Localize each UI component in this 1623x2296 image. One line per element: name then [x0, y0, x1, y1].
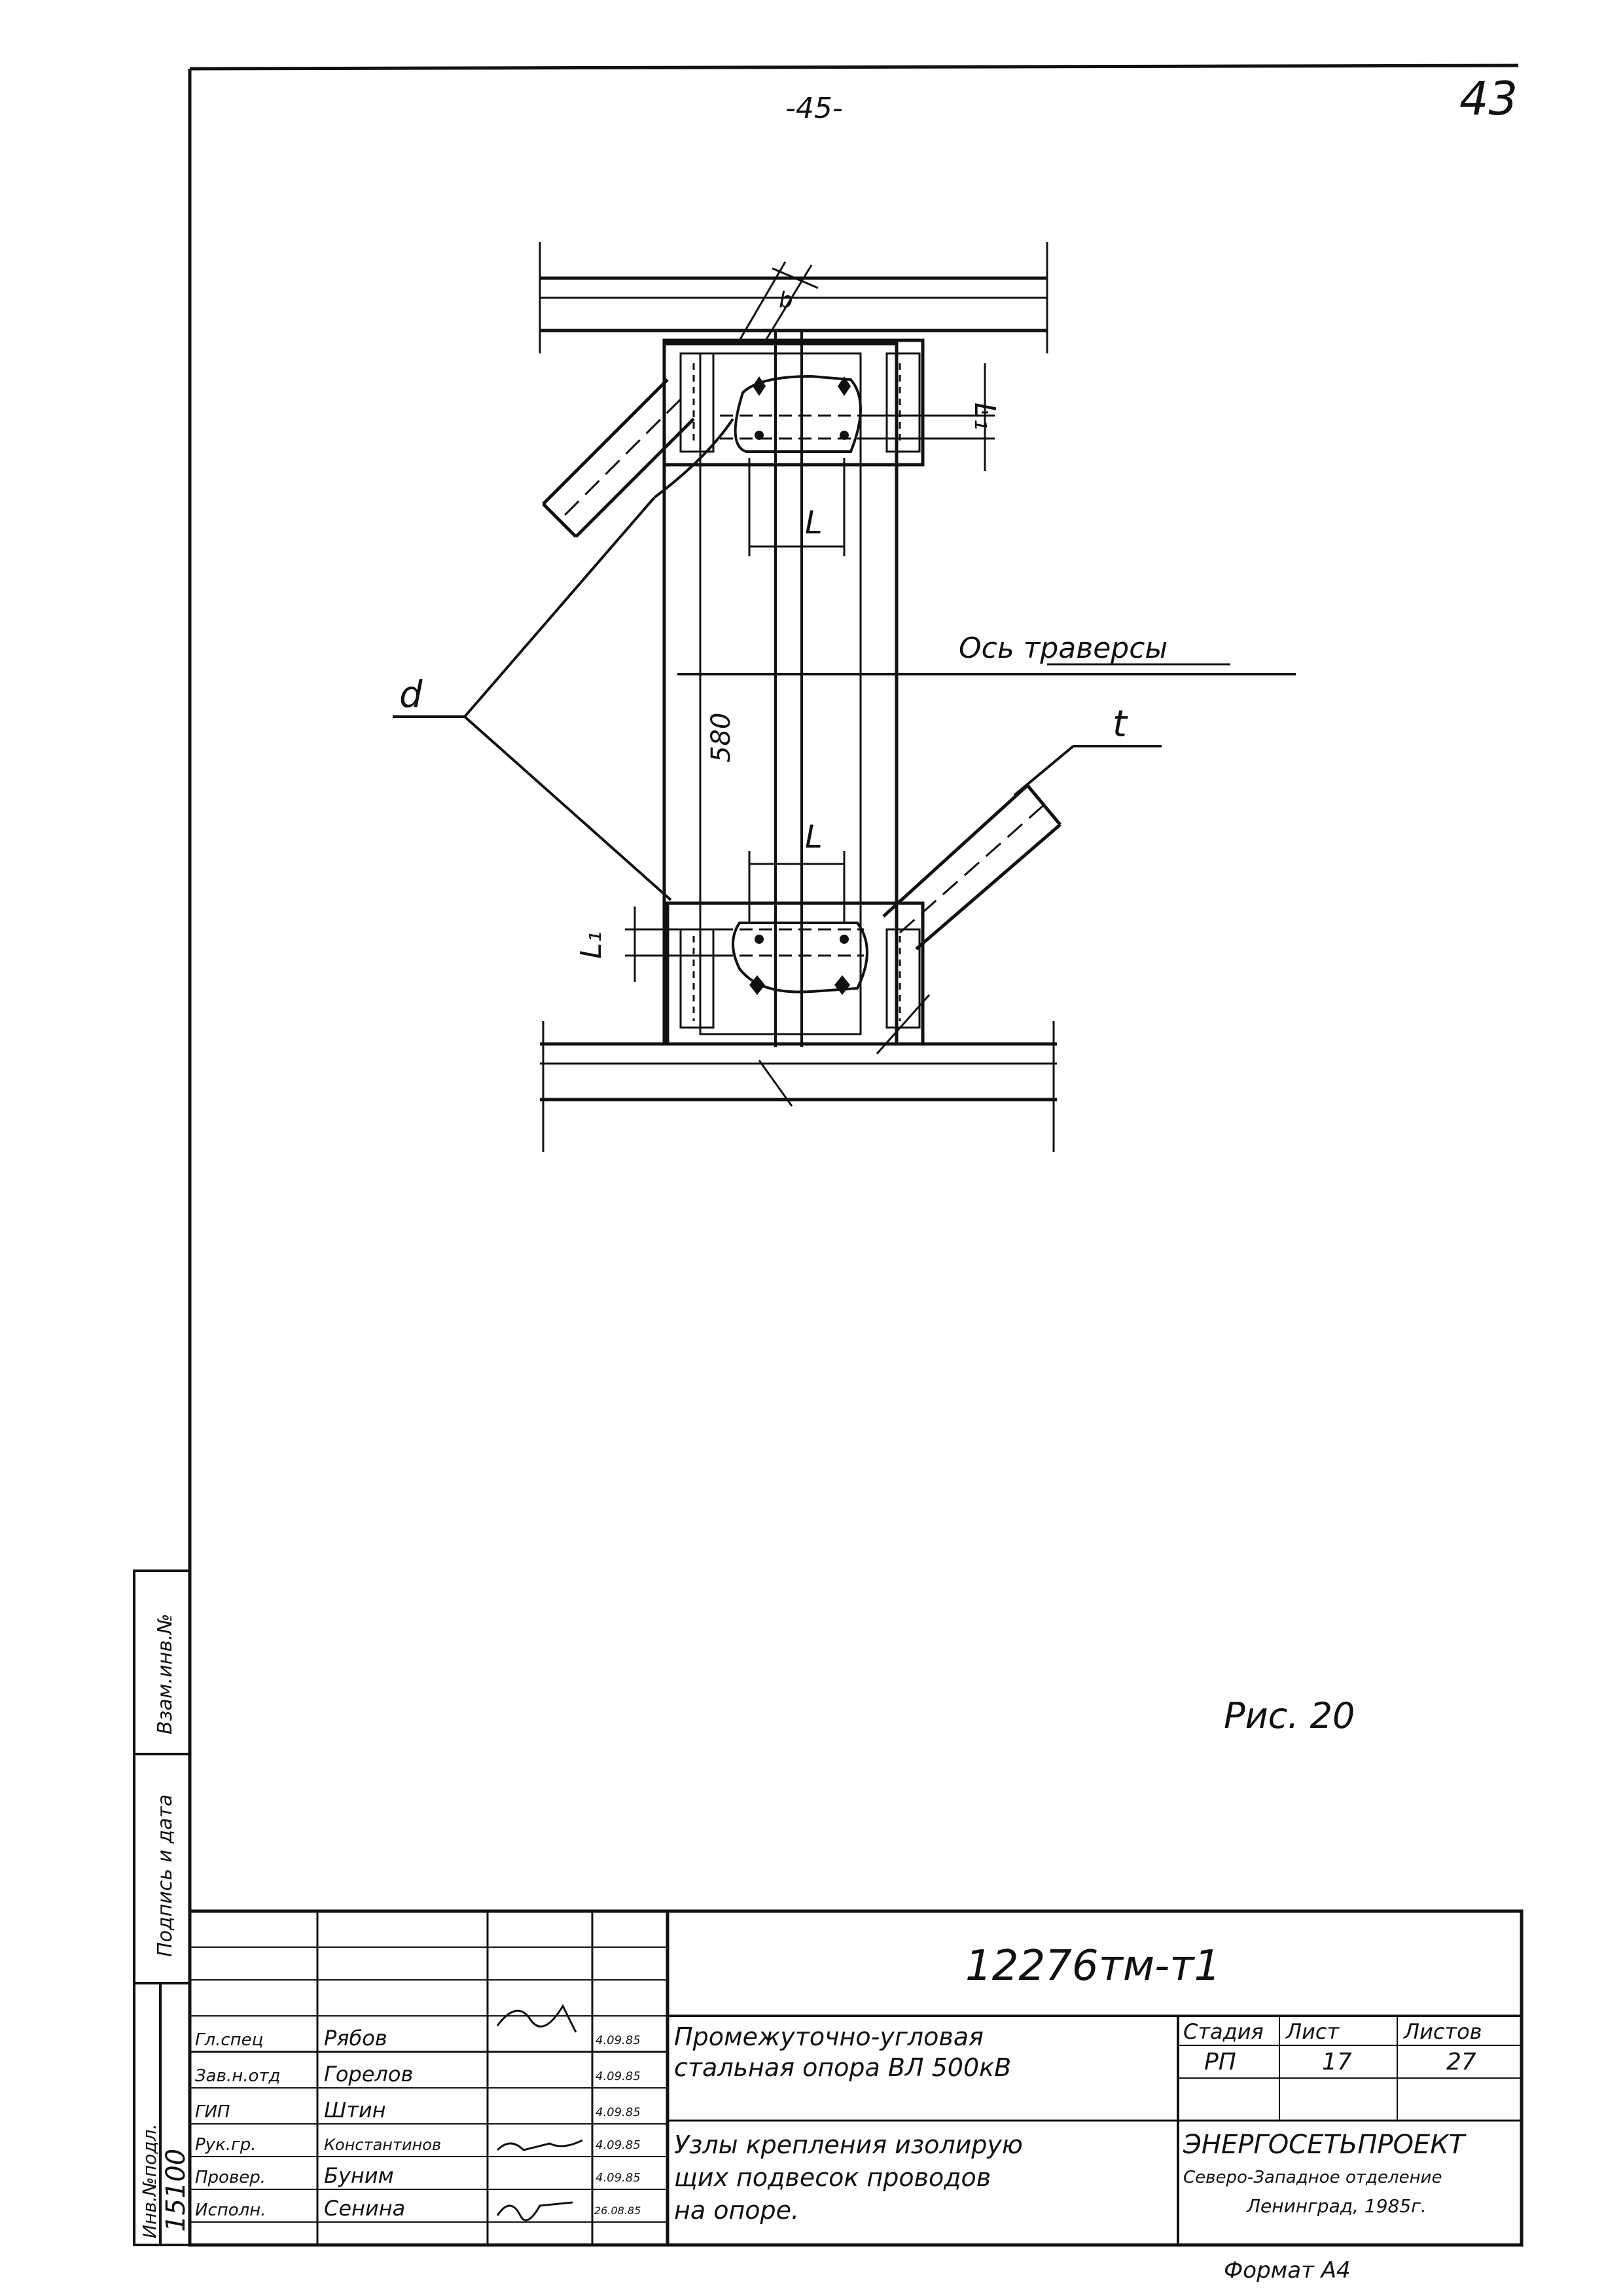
- bolt-bottom-right: [834, 975, 850, 995]
- sheet-format: Формат А4: [1224, 2257, 1351, 2284]
- dimension-580: 580: [706, 713, 736, 762]
- signer-date: 4.09.85: [596, 2070, 641, 2083]
- label-L-top: L: [805, 505, 823, 541]
- side-stamp-inv-podl: Инв.№подл.: [139, 2124, 160, 2238]
- side-stamp: [133, 1570, 191, 2246]
- signer-name: Штин: [324, 2098, 386, 2123]
- title-block-grid: [188, 1909, 1524, 2247]
- vertical-web-member: [662, 331, 899, 1047]
- signer-role: Зав.н.отд: [195, 2066, 280, 2086]
- label-L1-top: L₁: [968, 403, 1001, 430]
- bolt-holes: [749, 376, 851, 995]
- signer-name: Горелов: [324, 2062, 413, 2087]
- signer-date: 4.09.85: [596, 2171, 641, 2185]
- signer-date: 4.09.85: [596, 2034, 641, 2047]
- bottom-chord: [540, 1021, 1057, 1152]
- bolt-bottom-mid: [755, 935, 764, 944]
- signature-row: Рук.гр. Константинов 4.09.85: [195, 2135, 641, 2155]
- signature-row: Зав.н.отд Горелов 4.09.85: [195, 2062, 641, 2087]
- signer-date: 26.08.85: [594, 2204, 641, 2217]
- signature-scribble: [496, 2003, 577, 2033]
- subtitle-line-1: Узлы крепления изолирую: [674, 2130, 1023, 2159]
- header-sheets: Листов: [1403, 2019, 1482, 2044]
- signature-row: ГИП Штин 4.09.85: [195, 2098, 641, 2123]
- signer-date: 4.09.85: [596, 2106, 641, 2119]
- bolt-top-left: [753, 376, 766, 396]
- signer-name: Сенина: [324, 2196, 405, 2221]
- traverse-axis-label: Ось траверсы: [959, 632, 1168, 665]
- bolt-top-right: [838, 376, 851, 396]
- signer-role: Исполн.: [195, 2200, 266, 2220]
- value-sheet: 17: [1322, 2049, 1352, 2075]
- document-code: 12276тм-т1: [965, 1942, 1221, 1990]
- bolt-bottom-mid2: [840, 935, 849, 944]
- signature-scribble: [496, 2139, 583, 2151]
- signer-name: Константинов: [324, 2136, 441, 2154]
- dimension-L1-top: [864, 363, 995, 471]
- dimension-L-bottom: [748, 851, 846, 923]
- page-number-corner: 43: [1459, 72, 1518, 126]
- side-stamp-vzam-inv: Взам.инв.№: [154, 1613, 177, 1734]
- leader-d: [393, 418, 734, 901]
- label-L-bottom: L: [805, 819, 823, 855]
- signature-row: Гл.спец Рябов 4.09.85: [195, 2026, 641, 2051]
- label-d: d: [399, 673, 423, 716]
- subtitle-line-3: на опоре.: [674, 2196, 799, 2225]
- header-stage: Стадия: [1183, 2019, 1264, 2044]
- sheet-frame: [188, 63, 1522, 2247]
- inclined-member-bottom-right: [876, 784, 1061, 1054]
- value-sheets: 27: [1446, 2049, 1476, 2075]
- figure-caption: Рис. 20: [1224, 1695, 1355, 1736]
- side-stamp-podpis-data: Подпись и дата: [154, 1795, 177, 1958]
- signature-row: Провер. Буним 4.09.85: [195, 2163, 641, 2188]
- top-gusset-plate: [662, 338, 988, 467]
- side-stamp-inv-number: 15100: [161, 2149, 191, 2232]
- signer-role: Рук.гр.: [195, 2135, 256, 2155]
- top-chord: [539, 242, 1048, 353]
- page-number-center: -45-: [785, 92, 843, 125]
- header-sheet: Лист: [1285, 2019, 1340, 2044]
- signer-name: Буним: [324, 2163, 394, 2188]
- signature-rows: Гл.спец Рябов 4.09.85 Зав.н.отд Горелов …: [195, 2026, 641, 2221]
- signature-row: Исполн. Сенина 26.08.85: [195, 2196, 641, 2221]
- org-city-year: Ленинград, 1985г.: [1246, 2195, 1427, 2217]
- signer-role: Провер.: [195, 2168, 266, 2187]
- value-stage: РП: [1204, 2049, 1236, 2075]
- leader-t: [1013, 745, 1162, 797]
- title-line-2: стальная опора ВЛ 500кВ: [674, 2053, 1011, 2082]
- signer-role: Гл.спец: [195, 2030, 263, 2050]
- org-branch: Северо-Западное отделение: [1183, 2168, 1442, 2187]
- title-line-1: Промежуточно-угловая: [674, 2022, 984, 2051]
- subtitle-line-2: щих подвесок проводов: [674, 2163, 991, 2192]
- signer-name: Рябов: [324, 2026, 387, 2051]
- dimension-L-top: [748, 458, 846, 556]
- dimension-L1-bottom: [625, 906, 726, 982]
- bottom-gusset-plate: [666, 901, 925, 1046]
- inclined-member-top-left: [542, 378, 695, 538]
- signature-scribble: [496, 2201, 573, 2221]
- traverse-node-drawing: b: [393, 242, 1296, 1152]
- signer-date: 4.09.85: [596, 2138, 641, 2152]
- org-name: ЭНЕРГОСЕТЬПРОЕКТ: [1183, 2130, 1467, 2160]
- signature-marks: [496, 2003, 583, 2221]
- bolt-top-mid2: [840, 431, 849, 440]
- label-t: t: [1113, 703, 1128, 745]
- label-L1-bottom: L₁: [575, 931, 608, 959]
- bolt-bottom-left: [749, 975, 765, 995]
- signer-role: ГИП: [195, 2102, 230, 2122]
- label-b: b: [779, 287, 793, 314]
- bolt-top-mid: [755, 431, 764, 440]
